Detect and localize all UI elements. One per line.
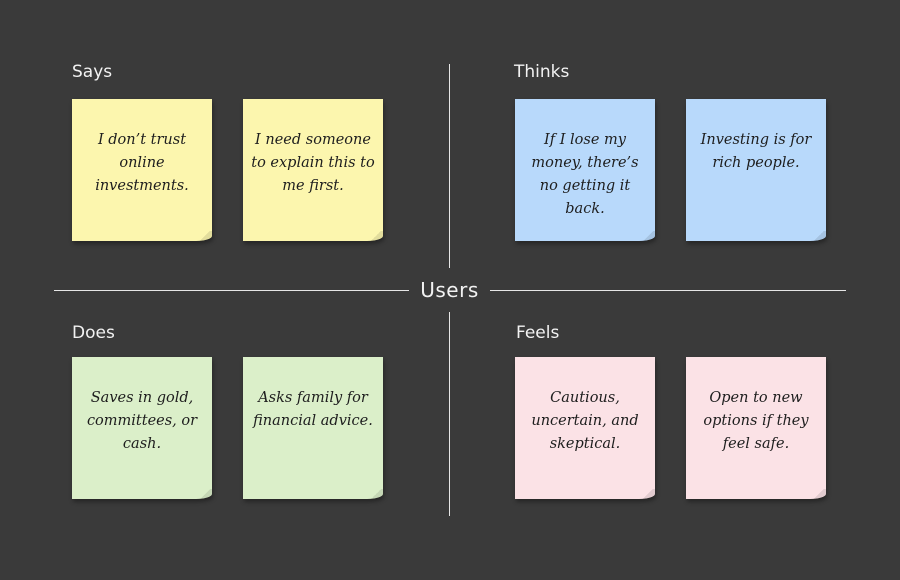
quadrant-title-does: Does (72, 323, 115, 343)
sticky-note[interactable]: Asks family for financial advice. (243, 357, 383, 499)
vertical-divider-top (449, 64, 450, 268)
quadrant-title-feels: Feels (516, 323, 560, 343)
vertical-divider-bottom (449, 312, 450, 516)
sticky-note[interactable]: If I lose my money, there’s no getting i… (515, 99, 655, 241)
sticky-note[interactable]: I need someone to explain this to me fir… (243, 99, 383, 241)
quadrant-title-thinks: Thinks (514, 62, 570, 82)
center-label: Users (420, 278, 479, 302)
quadrant-title-says: Says (72, 62, 113, 82)
sticky-note[interactable]: Saves in gold, committees, or cash. (72, 357, 212, 499)
horizontal-divider-left (54, 290, 409, 291)
sticky-note[interactable]: Cautious, uncertain, and skeptical. (515, 357, 655, 499)
sticky-note[interactable]: Investing is for rich people. (686, 99, 826, 241)
horizontal-divider-right (490, 290, 846, 291)
sticky-note[interactable]: I don’t trust online investments. (72, 99, 212, 241)
sticky-note[interactable]: Open to new options if they feel safe. (686, 357, 826, 499)
